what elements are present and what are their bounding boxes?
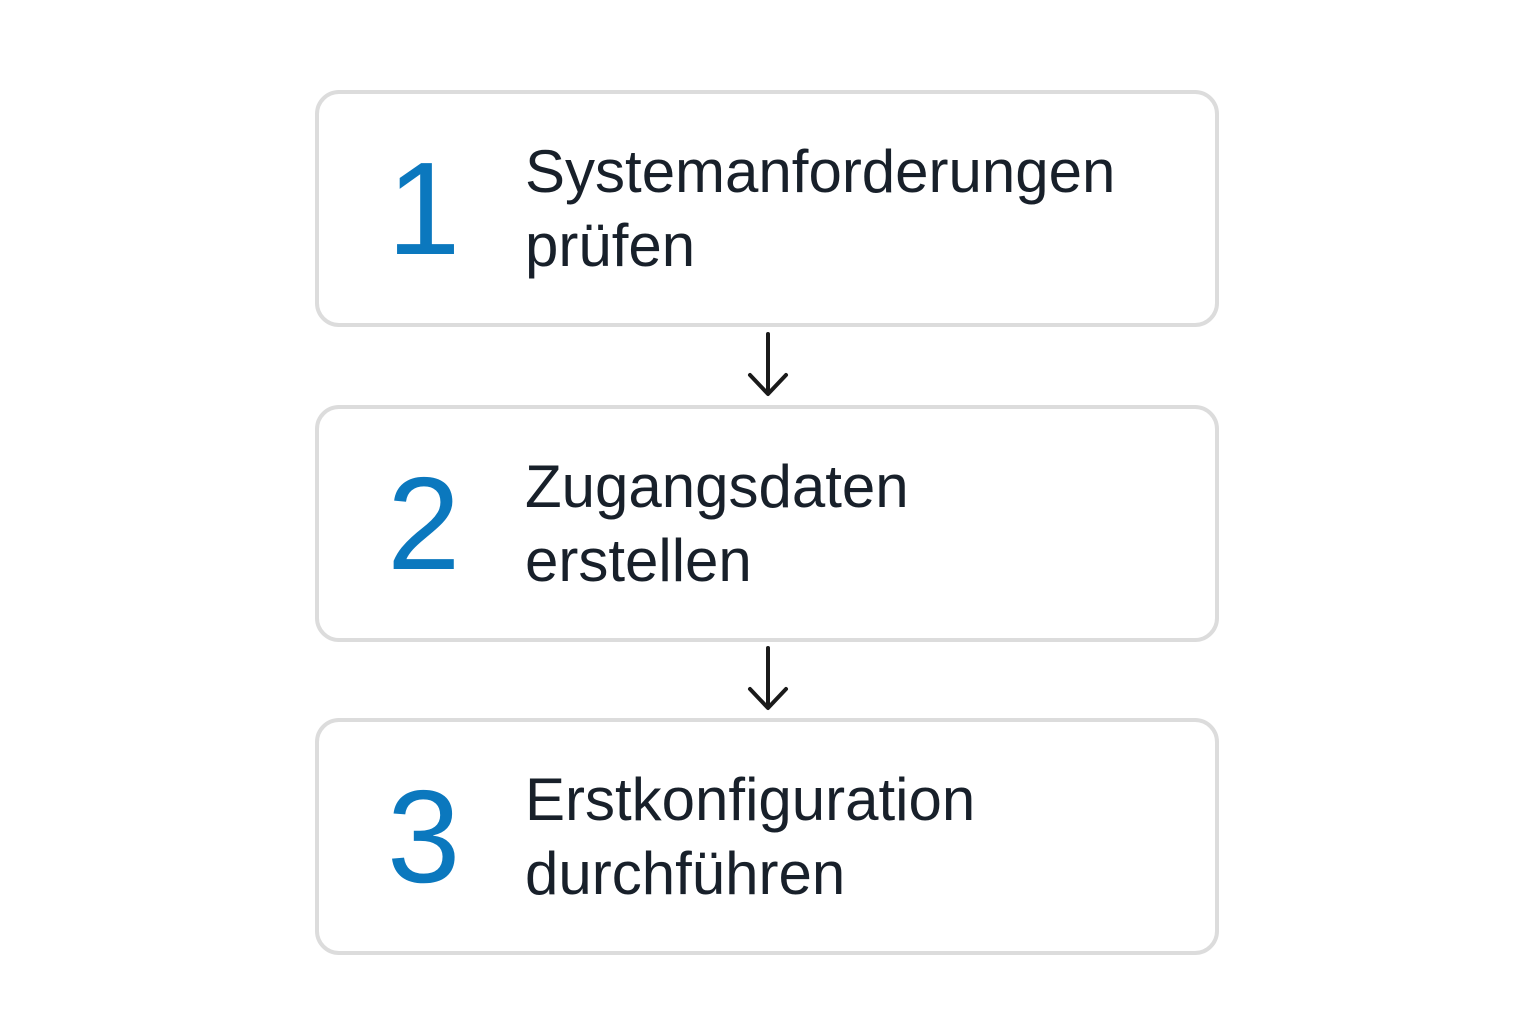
step-box-3: 3 Erstkonfiguration durchführen xyxy=(315,718,1219,955)
arrow-down-icon xyxy=(748,332,788,396)
step-label-2: Zugangsdaten erstellen xyxy=(525,452,909,594)
arrow-down-icon xyxy=(748,646,788,710)
step-box-1: 1 Systemanforderungen prüfen xyxy=(315,90,1219,327)
step-number-1: 1 xyxy=(387,134,461,282)
step-box-2: 2 Zugangsdaten erstellen xyxy=(315,405,1219,642)
step-label-1: Systemanforderungen prüfen xyxy=(525,137,1116,279)
step-number-2: 2 xyxy=(387,449,461,597)
step-label-3: Erstkonfiguration durchführen xyxy=(525,765,976,907)
step-number-3: 3 xyxy=(387,762,461,910)
